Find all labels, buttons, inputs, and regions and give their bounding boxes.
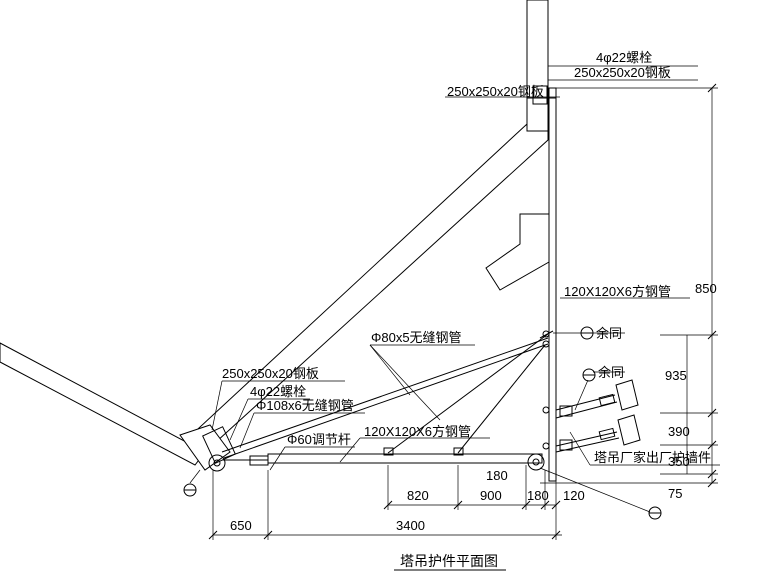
drawing-title: 塔吊护件平面图	[400, 553, 498, 569]
label-dim-850: 850	[695, 281, 717, 296]
dim-120: 120	[563, 488, 585, 503]
dim-935: 935	[665, 368, 687, 383]
label-square-tube-bottom: 120X120X6方钢管	[364, 424, 471, 439]
leader-lines	[183, 65, 720, 571]
dim-350: 350	[668, 454, 690, 469]
dim-650: 650	[230, 518, 252, 533]
vertical-square-tube	[548, 87, 557, 482]
label-seamless-108: Φ108x6无缝钢管	[256, 398, 354, 413]
label-adjust-rod: Φ60调节杆	[287, 432, 351, 447]
dim-820: 820	[407, 488, 429, 503]
label-yutong-1: 余同	[596, 326, 622, 341]
label-factory-note: 塔吊厂家出厂护墙件	[594, 450, 711, 465]
bottom-square-tube	[267, 453, 543, 464]
label-square-tube-vertical: 120X120X6方钢管	[564, 284, 671, 299]
annotations: 4φ22螺栓 250x250x20钢板 250x250x20钢板 120X120…	[222, 50, 717, 569]
dim-900: 900	[480, 488, 502, 503]
label-plate-left: 250x250x20钢板	[222, 366, 319, 381]
label-plate-top-left: 250x250x20钢板	[447, 84, 544, 99]
label-bolt-top: 4φ22螺栓	[596, 50, 652, 65]
dim-180-a: 180	[486, 468, 508, 483]
dimension-lines	[208, 83, 718, 540]
label-bolt-left: 4φ22螺栓	[250, 384, 306, 399]
label-yutong-2: 余同	[598, 365, 624, 380]
label-plate-top: 250x250x20钢板	[574, 65, 671, 80]
dim-3400: 3400	[396, 518, 425, 533]
dim-180-b: 180	[527, 488, 549, 503]
label-seamless-80: Φ80x5无缝钢管	[371, 330, 462, 345]
dim-75: 75	[668, 486, 682, 501]
dim-390: 390	[668, 424, 690, 439]
steel-members	[202, 85, 641, 482]
